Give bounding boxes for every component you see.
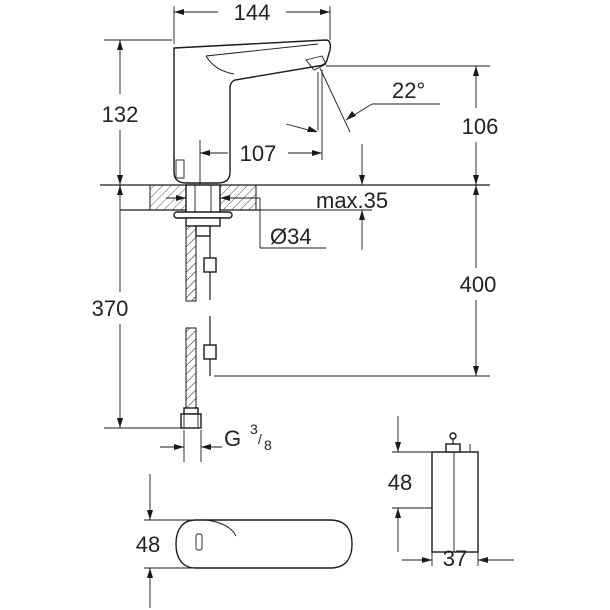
dim-angle: 22° [285, 67, 440, 133]
label-thread-num: 3 [250, 421, 258, 437]
dim-reach: 107 [199, 70, 323, 185]
dim-height-total: 132 [102, 39, 172, 185]
label-sensor-48: 48 [388, 470, 412, 495]
label-132: 132 [102, 102, 139, 127]
mounting-assembly [173, 184, 233, 237]
dim-hole-diameter: Ø34 [166, 195, 326, 249]
label-144: 144 [234, 0, 271, 25]
label-d34: Ø34 [270, 224, 312, 249]
top-view-base [175, 519, 353, 569]
dim-connection-length: 370 [92, 185, 182, 429]
braided-hoses [180, 225, 217, 429]
label-thread-g: G [224, 426, 241, 451]
dim-sensor-height: 48 [388, 416, 432, 552]
label-400: 400 [460, 272, 497, 297]
label-sensor-37: 37 [443, 546, 467, 571]
dim-sensor-depth: 37 [402, 546, 514, 571]
label-22-deg: 22° [392, 78, 425, 103]
dim-thread: G 3 / 8 [160, 421, 272, 462]
label-370: 370 [92, 296, 129, 321]
dim-max-thickness: max.35 [232, 144, 388, 250]
dim-base-width: 48 [136, 474, 196, 608]
control-box [431, 432, 479, 553]
faucet-body [173, 39, 332, 184]
label-thread-den: 8 [264, 437, 272, 453]
label-107: 107 [240, 141, 277, 166]
thread-slash: / [258, 431, 262, 447]
label-base-48: 48 [136, 532, 160, 557]
dim-spout-height: 106 [326, 65, 499, 185]
label-max-35: max.35 [316, 188, 388, 213]
dim-spout-length: 144 [173, 0, 331, 44]
dim-hose-length: 400 [214, 185, 497, 377]
label-106: 106 [462, 114, 499, 139]
